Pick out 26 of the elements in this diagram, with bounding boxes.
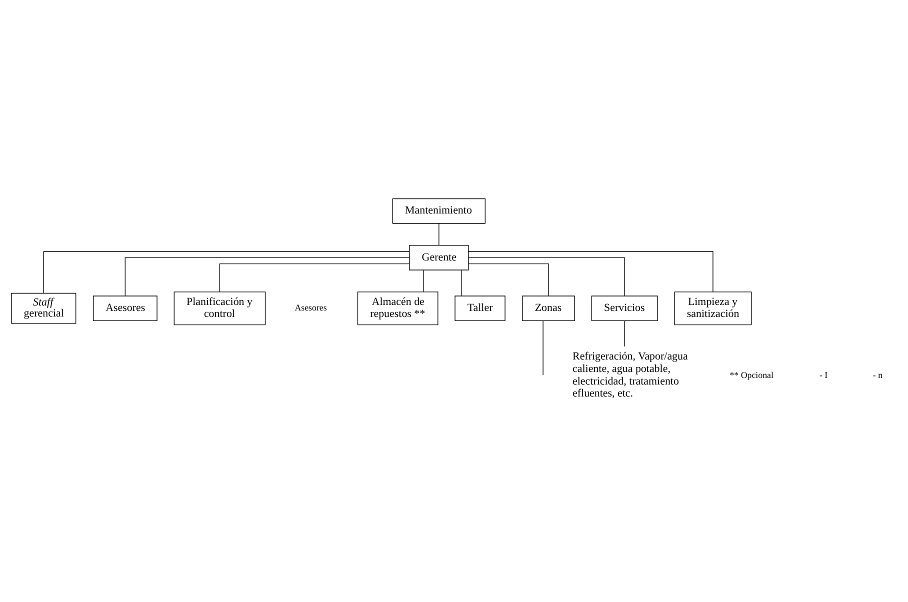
node-box: Limpieza y sanitización bbox=[674, 291, 752, 325]
label: - I bbox=[819, 369, 828, 380]
connector bbox=[468, 250, 714, 292]
connector bbox=[461, 269, 462, 296]
node-box: Staff gerencial bbox=[11, 292, 76, 324]
node-box: Servicios bbox=[591, 295, 658, 321]
node-box: Mantenimiento bbox=[392, 198, 486, 224]
node-text: Refrigeración, Vapor/agua caliente, agua potable, electricidad, tratamiento efluentes, etc. bbox=[572, 350, 688, 400]
label: - n bbox=[872, 369, 883, 380]
node-box: Asesores bbox=[92, 295, 158, 321]
node-box: Taller bbox=[454, 295, 506, 321]
connector bbox=[624, 320, 625, 346]
node-box: Almacén de repuestos ** bbox=[357, 291, 438, 325]
connector bbox=[124, 256, 410, 296]
connector bbox=[468, 262, 549, 296]
node-box: Gerente bbox=[409, 244, 469, 270]
connector bbox=[43, 250, 410, 293]
connector bbox=[438, 222, 440, 245]
label: Asesores bbox=[294, 302, 327, 312]
connector bbox=[423, 269, 424, 292]
connector bbox=[219, 262, 410, 292]
connector bbox=[542, 320, 544, 375]
label: ** Opcional bbox=[730, 369, 774, 380]
connector bbox=[468, 256, 625, 296]
node-box: Zonas bbox=[522, 295, 575, 321]
node-box: Planificación y control bbox=[174, 291, 266, 325]
